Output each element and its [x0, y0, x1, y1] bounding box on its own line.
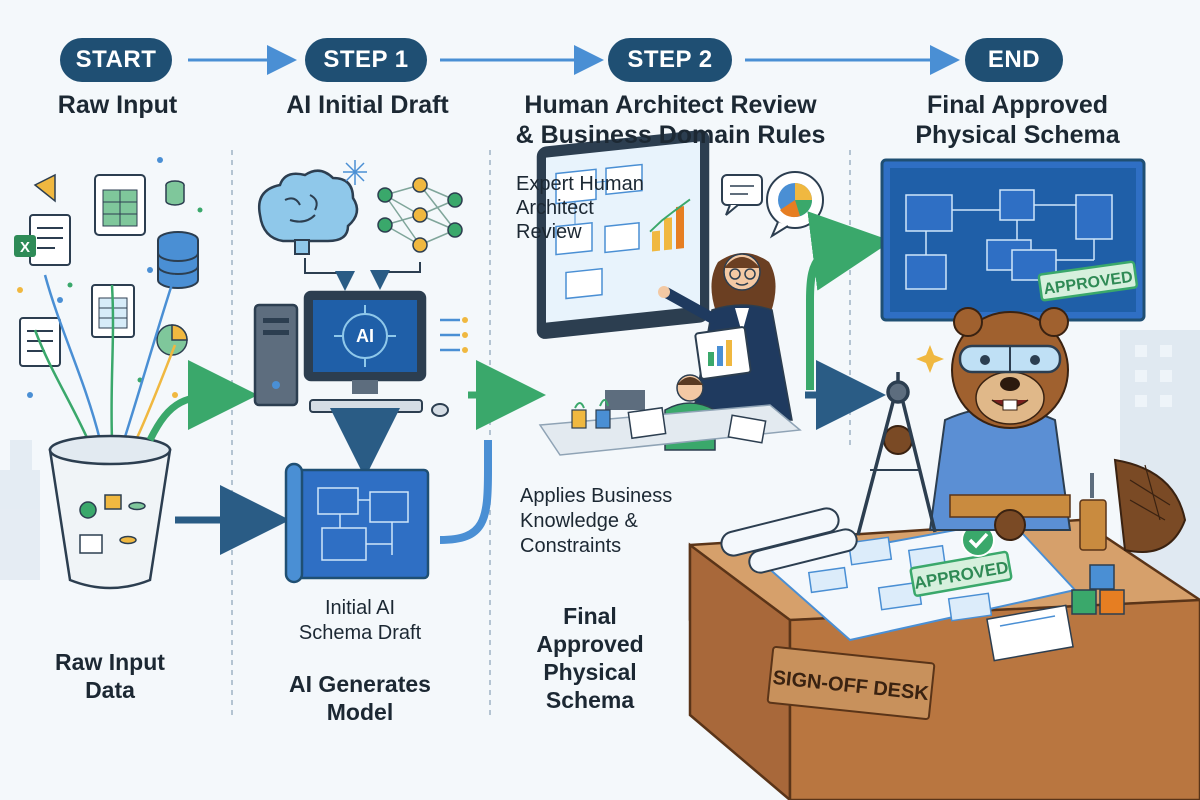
spreadsheet-icon	[94, 174, 146, 236]
side-list-icon	[440, 318, 460, 352]
review-to-final-arrow	[806, 211, 892, 390]
megaphone-icon	[33, 173, 56, 203]
step-pill-end: END	[965, 38, 1063, 82]
database-icon	[157, 231, 199, 289]
speech-bubble-icon	[721, 174, 763, 216]
beaver-mascot	[883, 307, 1187, 553]
compass-icon	[856, 372, 937, 536]
step-title-end: Final Approved Physical Schema	[915, 91, 1120, 149]
review-desk	[538, 399, 802, 456]
data-bucket	[48, 434, 172, 590]
brain-to-monitor-arrow	[304, 258, 355, 291]
small-database-icon	[165, 180, 185, 206]
label-raw-input-data: Raw Input Data	[55, 649, 165, 703]
blueprint-scroll	[284, 462, 430, 584]
ai-chip-label: AI	[356, 326, 374, 346]
excel-icon: X	[14, 235, 36, 257]
label-expert-review: Expert Human Architect Review	[516, 173, 644, 243]
svg-text:X: X	[20, 239, 30, 256]
tablet-chart-icon	[694, 326, 752, 380]
data-stream	[33, 274, 177, 441]
bucket-to-ai-arrow	[146, 360, 258, 442]
label-ai-generates-model: AI Generates Model	[289, 671, 431, 725]
desk-paper	[986, 604, 1074, 662]
step-title-start: Raw Input	[57, 91, 178, 119]
pc-tower-icon	[253, 303, 299, 407]
pie-chart-icon	[156, 324, 188, 356]
step-title-2: Human Architect Review & Business Domain…	[515, 91, 826, 149]
step-pill-1: STEP 1	[305, 38, 427, 82]
draft-to-review-arrow	[439, 440, 492, 544]
review-screen	[546, 141, 700, 323]
sparkle-icon	[916, 345, 944, 373]
toy-blocks	[1071, 564, 1125, 615]
monitor-stand	[605, 390, 645, 410]
step-title-1: AI Initial Draft	[286, 91, 449, 119]
skyline-left	[0, 440, 40, 580]
pie-bubble-icon	[766, 171, 824, 239]
network-sparkle-icon	[343, 160, 367, 185]
rolled-blueprints	[720, 507, 858, 574]
neural-network-icon	[377, 177, 463, 253]
label-applies-business: Applies Business Knowledge & Constraints	[520, 485, 673, 557]
final-schema-screen	[880, 158, 1146, 322]
label-initial-ai-schema-draft: Initial AI Schema Draft	[298, 597, 422, 644]
step-pill-2: STEP 2	[608, 38, 732, 82]
brain-icon	[257, 169, 359, 255]
document-icon	[29, 214, 71, 266]
ai-monitor	[303, 290, 449, 417]
label-final-approved-physical-schema: Final Approved Physical Schema	[536, 603, 644, 713]
network-to-monitor-arrow	[370, 262, 421, 290]
step-pill-start: START	[60, 38, 172, 82]
approved-stamp-desk: APPROVED	[909, 550, 1013, 597]
side-dots	[462, 317, 468, 353]
